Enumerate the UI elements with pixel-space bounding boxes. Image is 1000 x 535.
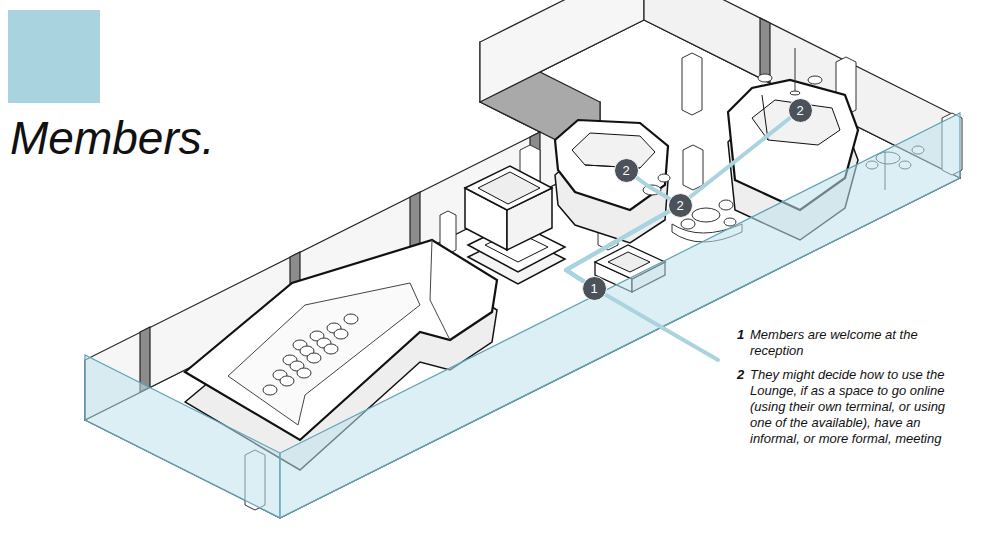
callout-text: 2	[676, 199, 683, 212]
entrance-path	[594, 288, 718, 360]
cube-room	[465, 166, 565, 284]
title: Members.	[10, 113, 214, 164]
callout-text: 2	[622, 164, 629, 177]
callout-number: 1	[582, 276, 607, 301]
callout-number: 2	[668, 193, 693, 218]
color-swatch	[8, 10, 100, 103]
note-text: They might decide how to use the Lounge,…	[750, 367, 962, 447]
note-text: Members are welcome at the reception	[750, 327, 962, 359]
path-connector	[566, 177, 680, 281]
note-number: 2	[737, 367, 750, 447]
callout-text: 1	[590, 282, 597, 295]
path-connector	[566, 118, 790, 281]
callout-text: 2	[796, 104, 803, 117]
note: 1Members are welcome at the reception	[737, 327, 962, 359]
callout-number: 2	[788, 98, 813, 123]
note-number: 1	[737, 327, 750, 359]
note: 2They might decide how to use the Lounge…	[737, 367, 962, 447]
glass-walls	[85, 113, 960, 518]
meeting-booth	[555, 120, 668, 243]
callout-number: 2	[614, 158, 639, 183]
